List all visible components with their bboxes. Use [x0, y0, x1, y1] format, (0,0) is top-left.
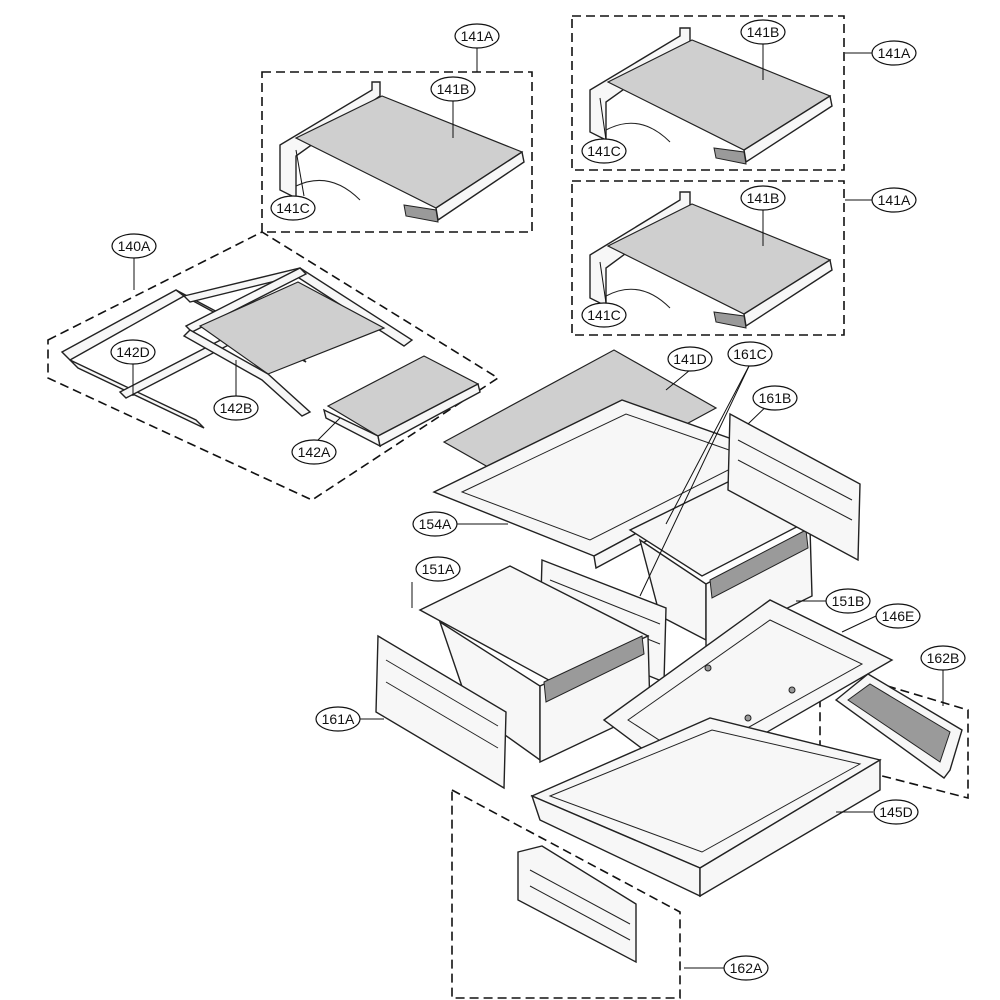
callout-140A: 140A — [111, 233, 157, 259]
svg-text:141A: 141A — [878, 192, 911, 208]
pantry-cover-162B — [834, 673, 963, 779]
shelf-frame-140A — [60, 267, 481, 448]
callout-141A-top-right: 141A — [871, 40, 917, 66]
svg-text:141C: 141C — [587, 143, 620, 159]
shelf-141A-left — [279, 81, 525, 223]
svg-text:146E: 146E — [882, 608, 915, 624]
svg-text:161C: 161C — [733, 346, 766, 362]
side-rail-161B — [727, 412, 861, 562]
callout-141A-mid-right: 141A — [871, 187, 917, 213]
callout-146E: 146E — [875, 603, 921, 629]
callout-154A: 154A — [412, 511, 458, 537]
shelf-141A-top-right — [589, 27, 833, 165]
svg-text:141B: 141B — [747, 24, 780, 40]
callout-161A: 161A — [315, 706, 361, 732]
callout-162A: 162A — [723, 955, 769, 981]
svg-text:142B: 142B — [220, 400, 253, 416]
callout-161B: 161B — [752, 385, 798, 411]
svg-text:141D: 141D — [673, 351, 706, 367]
shelf-141A-mid-right — [589, 191, 833, 329]
group-box-141A-left — [261, 71, 533, 233]
group-box-162A — [451, 788, 681, 999]
pantry-cover-162A — [517, 845, 637, 964]
callout-151B: 151B — [825, 588, 871, 614]
callout-145D: 145D — [873, 799, 919, 825]
svg-text:151B: 151B — [832, 593, 865, 609]
svg-text:151A: 151A — [422, 561, 455, 577]
group-box-141A-top-right — [571, 15, 845, 171]
svg-text:142A: 142A — [298, 444, 331, 460]
callout-141B-mid-right: 141B — [740, 185, 786, 211]
svg-text:142D: 142D — [116, 344, 149, 360]
svg-text:161B: 161B — [759, 390, 792, 406]
svg-text:141C: 141C — [276, 200, 309, 216]
svg-text:140A: 140A — [118, 238, 151, 254]
callout-141B-left: 141B — [430, 76, 476, 102]
callout-142A: 142A — [291, 439, 337, 465]
callout-141A-left: 141A — [454, 23, 500, 49]
svg-text:162B: 162B — [927, 650, 960, 666]
svg-text:141A: 141A — [878, 45, 911, 61]
callout-151A: 151A — [415, 556, 461, 582]
callout-141C-top-right: 141C — [581, 138, 627, 164]
svg-text:141C: 141C — [587, 307, 620, 323]
callout-142D: 142D — [110, 339, 156, 365]
callout-142B: 142B — [213, 395, 259, 421]
callout-162B: 162B — [920, 645, 966, 671]
drawer-151A — [418, 565, 651, 764]
side-rail-161A — [375, 634, 507, 790]
svg-text:154A: 154A — [419, 516, 452, 532]
svg-text:141B: 141B — [747, 190, 780, 206]
svg-text:145D: 145D — [879, 804, 912, 820]
callout-141C-left: 141C — [270, 195, 316, 221]
pantry-drawer-145D — [530, 717, 882, 898]
group-box-140A — [47, 231, 500, 501]
svg-text:141A: 141A — [461, 28, 494, 44]
svg-text:161A: 161A — [322, 711, 355, 727]
callout-141C-mid-right: 141C — [581, 302, 627, 328]
group-box-141A-mid-right — [571, 180, 845, 336]
svg-text:141B: 141B — [437, 81, 470, 97]
callout-141B-top-right: 141B — [740, 19, 786, 45]
group-box-162B — [819, 664, 969, 800]
callout-161C: 161C — [727, 341, 773, 367]
callout-141D: 141D — [667, 346, 713, 372]
svg-text:162A: 162A — [730, 960, 763, 976]
